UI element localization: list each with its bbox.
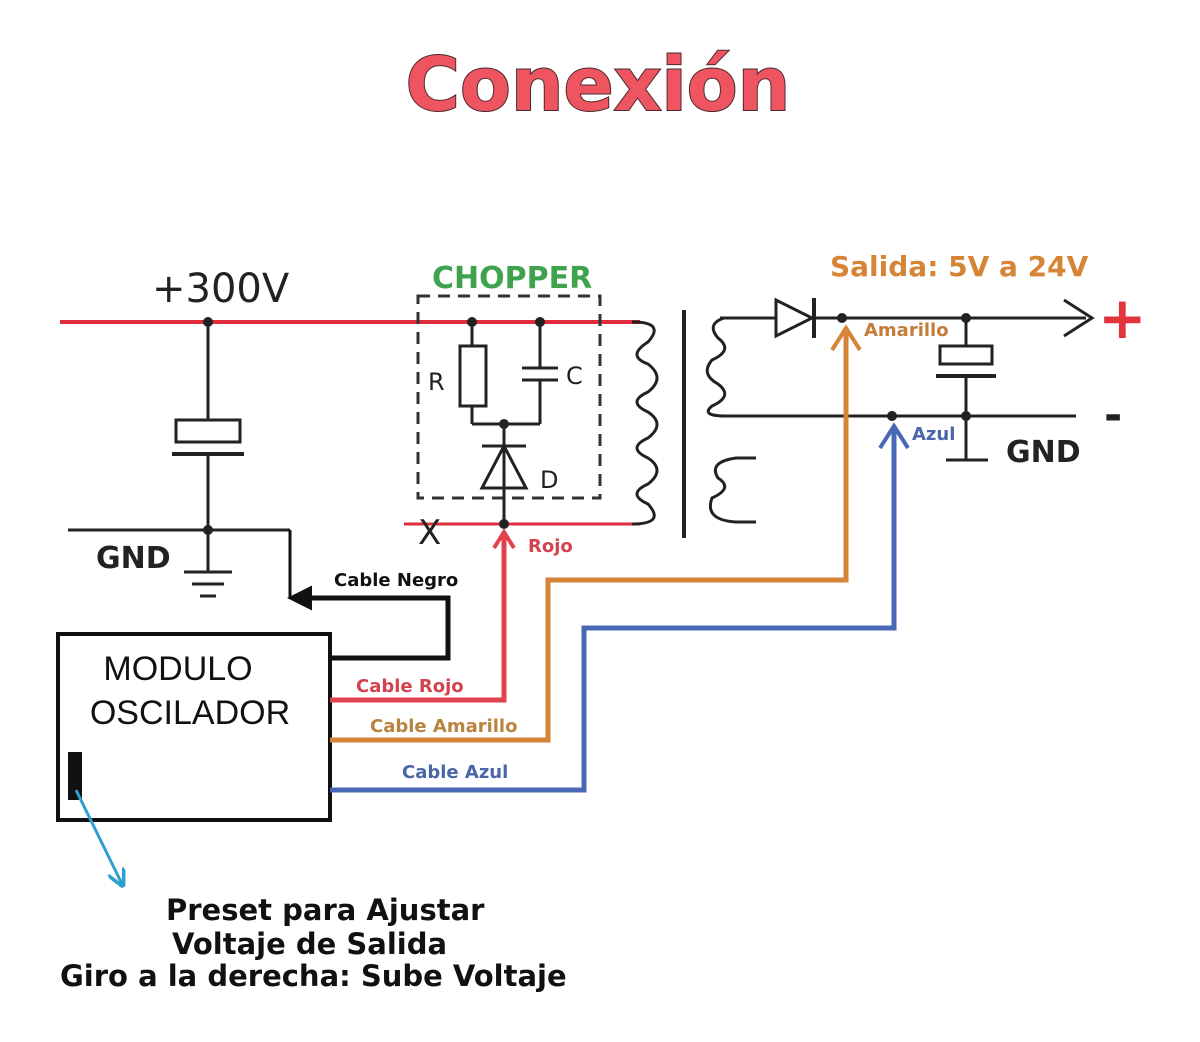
diode-icon [479,424,529,524]
chopper-box [416,294,602,500]
arrow-up-icon [830,324,862,352]
cut-mark: X [418,513,441,553]
chopper-section: CHOPPER R C D X [404,261,640,553]
oscillator-module: MODULO OSCILADOR [56,632,332,822]
note-line1: Preset para Ajustar [166,893,485,927]
blue-cable-wire [330,428,897,793]
module-title-line2: OSCILADOR [90,694,290,732]
transformer-icon [631,310,760,538]
black-cable-wire [287,585,451,661]
positive-sign: + [1098,284,1147,352]
module-title-line1: MODULO [103,650,252,688]
preset-pointer-arrow [74,789,122,884]
chopper-label: CHOPPER [432,261,592,296]
cable-negro-label: Cable Negro [334,570,458,591]
negative-sign: - [1104,390,1122,441]
hv-supply-section: +300V GND [60,266,640,598]
capacitor-icon [172,418,244,456]
note-line2: Voltaje de Salida [172,927,447,961]
arrow-up-icon [878,422,910,450]
capacitor-small-icon [522,366,558,382]
hv-label: +300V [152,266,290,312]
ground-symbol-icon [184,530,232,598]
preset-note: Preset para Ajustar Voltaje de Salida Gi… [60,893,567,993]
diode-label: D [540,466,558,494]
arrow-right-icon [1063,298,1095,338]
output-diode-icon [774,297,816,339]
page-title: Conexión [406,42,791,128]
amarillo-label: Amarillo [864,320,949,341]
gnd-right-label: GND [1006,435,1081,470]
preset-potentiometer-icon[interactable] [68,752,82,800]
output-capacitor-icon [936,344,996,378]
note-line3: Giro a la derecha: Sube Voltaje [60,959,567,993]
red-cable-wire [330,534,507,703]
azul-label: Azul [912,424,955,445]
output-section: Salida: 5V a 24V + - GND [720,250,1147,470]
cable-rojo-label: Cable Rojo [356,676,464,697]
gnd-left-label: GND [96,541,171,576]
yellow-cable-wire [330,330,849,743]
arrow-up-icon [492,528,516,550]
salida-label: Salida: 5V a 24V [830,250,1089,283]
module-box [56,632,332,822]
resistor-icon [458,344,488,408]
cable-amarillo-label: Cable Amarillo [370,716,517,737]
rojo-label: Rojo [528,536,573,557]
resistor-label: R [428,368,445,396]
cable-azul-label: Cable Azul [402,762,508,783]
capacitor-label: C [566,362,583,390]
